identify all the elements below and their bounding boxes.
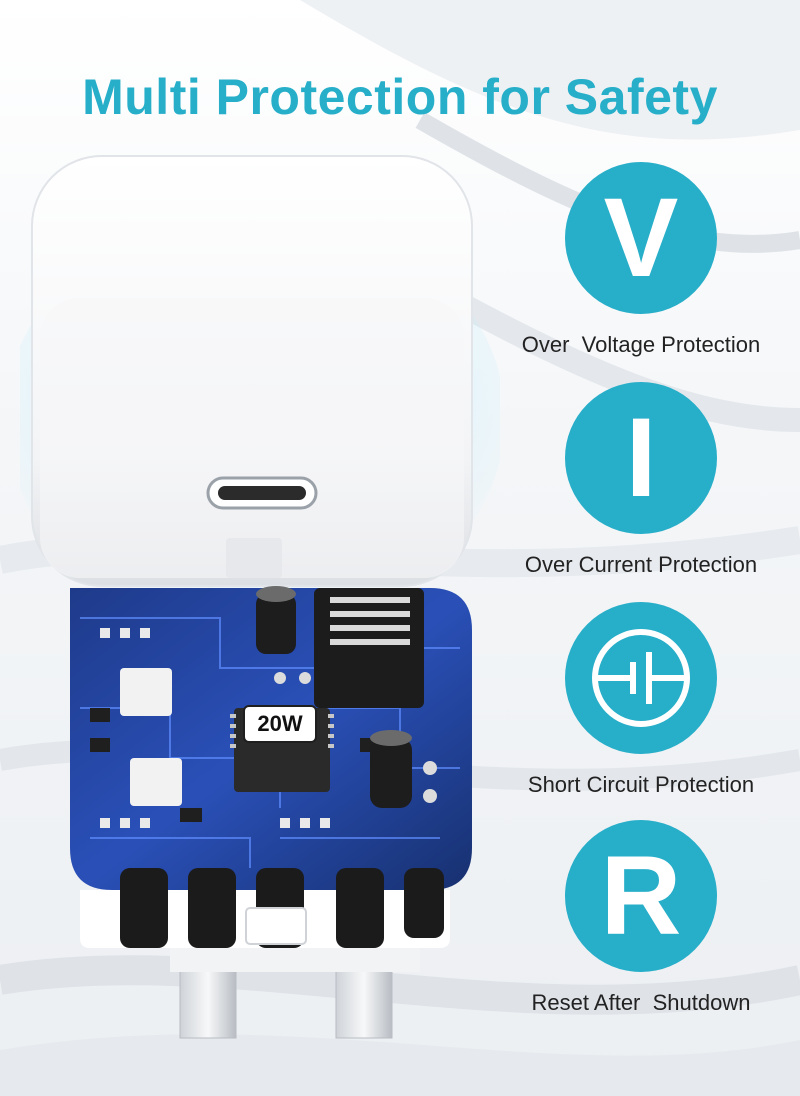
feature-over-current: I Over Current Protection: [510, 382, 772, 578]
wattage-badge: 20W: [245, 707, 315, 741]
reset-icon: R: [565, 820, 717, 972]
short-circuit-symbol: [592, 629, 690, 727]
reset-icon-letter: R: [600, 833, 682, 958]
feature-reset: R Reset After Shutdown: [510, 820, 772, 1016]
current-icon: I: [565, 382, 717, 534]
voltage-icon-letter: V: [603, 175, 679, 300]
short-circuit-icon: [565, 602, 717, 754]
feature-caption: Reset After Shutdown: [531, 990, 751, 1015]
feature-caption: Short Circuit Protection: [527, 772, 755, 797]
feature-over-voltage: V Over Voltage Protection: [510, 162, 772, 358]
current-icon-letter: I: [625, 395, 657, 520]
feature-caption: Over Voltage Protection: [521, 332, 761, 357]
voltage-icon: V: [565, 162, 717, 314]
charger-illustration: [20, 155, 500, 1039]
feature-caption: Over Current Protection: [524, 552, 758, 577]
feature-short-circuit: Short Circuit Protection: [510, 602, 772, 798]
page-title: Multi Protection for Safety: [82, 69, 718, 125]
